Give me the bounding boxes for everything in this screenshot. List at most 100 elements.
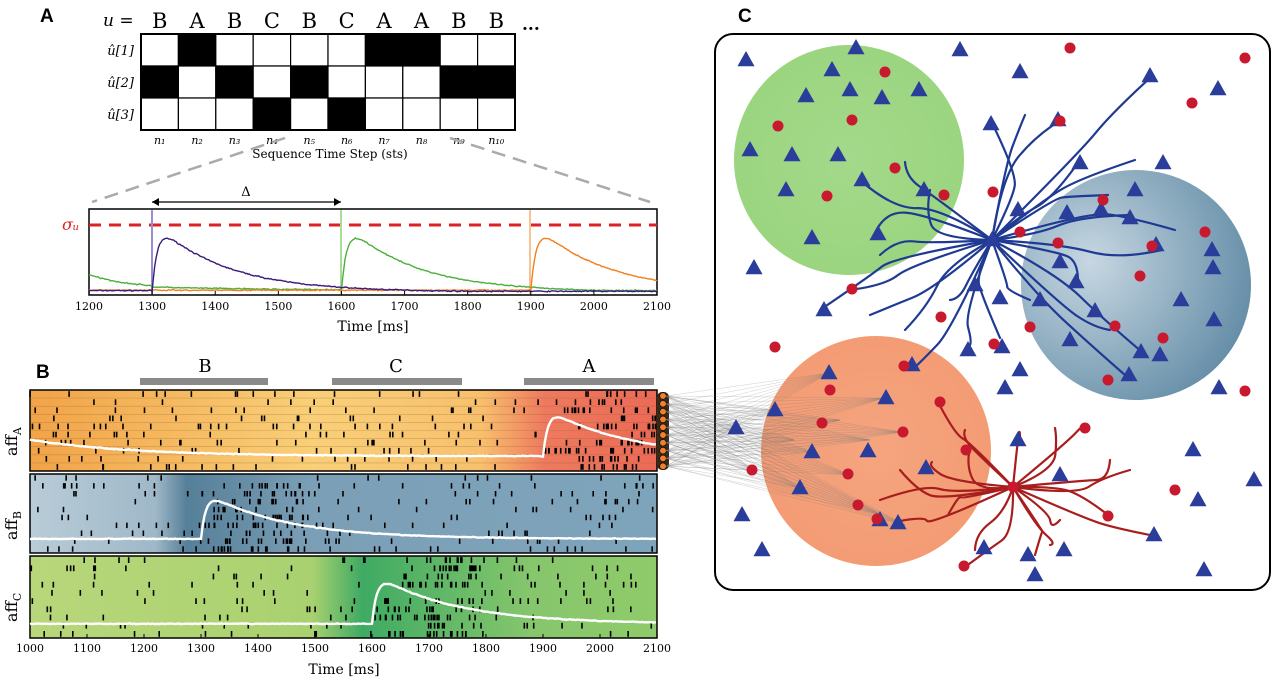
encoding-cell [327,97,367,131]
dendrite [963,485,1015,569]
projection-line [665,409,776,451]
inhibitory-neuron [852,499,864,511]
excitatory-neuron [859,442,877,458]
projection-line [665,403,795,441]
excitatory-neuron [803,229,821,245]
excitatory-neuron [1121,209,1139,225]
inhibitory-neuron [1186,97,1198,109]
threshold-label: σᵤ [62,215,79,234]
excitatory-neuron [1141,67,1159,83]
excitatory-neuron [1031,291,1049,307]
inhibitory-neurons [746,42,1251,572]
projection-line [665,427,737,467]
excitatory-neuron [959,341,977,357]
excitatory-neuron [753,541,771,557]
dendrite [903,160,994,242]
envelope-aff-c [29,582,657,626]
inhibitory-neuron [1097,194,1109,206]
tick-label: 2000 [586,642,614,655]
projection-line [665,427,737,444]
afferent-dot [659,408,667,416]
inhibitory-neuron [1054,115,1066,127]
sequence-letter: C [339,9,355,33]
inhibitory-neuron [1102,374,1114,386]
tick-label: 1600 [327,300,355,313]
raster-aff-b [29,473,658,554]
dendrite [878,485,1015,502]
step-label: n₆ [341,134,353,147]
row-label-aff-a: affA [2,426,24,456]
encoding-cell [364,97,404,131]
inhibitory-neuron [987,186,999,198]
projection-line [665,434,851,476]
projection-line [665,372,830,412]
inhibitory-neuron [898,360,910,372]
projection-line [665,419,906,526]
projection-line [665,439,871,467]
projection-line [665,409,776,444]
stimulus-bar-a [524,378,654,385]
dendrite [868,238,994,317]
excitatory-neuron [1051,466,1069,482]
encoding-cell [252,65,292,99]
encoding-cell [215,33,254,67]
excitatory-neuron [853,171,871,187]
projection-line [665,465,801,489]
row-label-aff-c: affC [2,593,24,622]
projection-line [665,450,801,489]
encoding-cell [477,97,516,131]
projection-line [665,397,885,436]
excitatory-neuron [1151,346,1169,362]
projection-line [665,403,737,429]
inhibitory-neuron [1169,484,1181,496]
sequence-letter: A [413,9,430,33]
dendrite [936,400,1015,489]
inhibitory-neuron [988,338,1000,350]
projection-line [665,403,904,433]
excitatory-neuron [1189,491,1207,507]
projection-line [665,409,776,467]
projection-line [665,395,753,471]
projection-line [665,442,883,516]
inhibitory-neuron [1014,226,1026,238]
step-label: n₈ [416,134,428,147]
projection-line [665,395,795,441]
cluster-green [734,45,964,275]
projection-line [665,395,813,453]
step-label: n₇ [378,134,390,147]
afferent-dot [659,462,667,470]
afferent-dot [659,454,667,463]
inhibitory-neuron [871,513,883,525]
step-label: n₁ [154,134,166,147]
dendrite [929,460,1015,489]
projection-line [665,419,841,428]
raster-row-labels: affA affB affC [2,426,24,622]
excitatory-neuron [1205,311,1223,327]
step-labels: n₁n₂n₃n₄n₅n₆n₇n₈n₉n₁₀ [154,134,505,147]
excitatory-neuron [1154,154,1172,170]
dendrite [1011,485,1062,527]
inhibitory-neuron [824,384,836,396]
excitatory-neuron [877,389,895,405]
inhibitory-neuron [1079,422,1091,434]
encoding-row-label: û[2] [107,76,135,91]
projection-line [665,411,841,421]
dendrite [946,485,1015,517]
projection-line [665,465,851,476]
encoding-cell [177,65,217,99]
encoding-cell [177,97,217,131]
encoding-cell [364,33,404,67]
excitatory-neuron [1026,566,1044,582]
zoom-line-right [449,136,651,204]
inhibitory-neuron [1134,270,1146,282]
excitatory-neuron [797,87,815,103]
tick-label: 2000 [580,300,608,313]
inhibitory-neuron [938,189,950,201]
encoding-cell [327,65,367,99]
excitatory-neuron [1145,526,1163,542]
projection-line [665,426,871,441]
